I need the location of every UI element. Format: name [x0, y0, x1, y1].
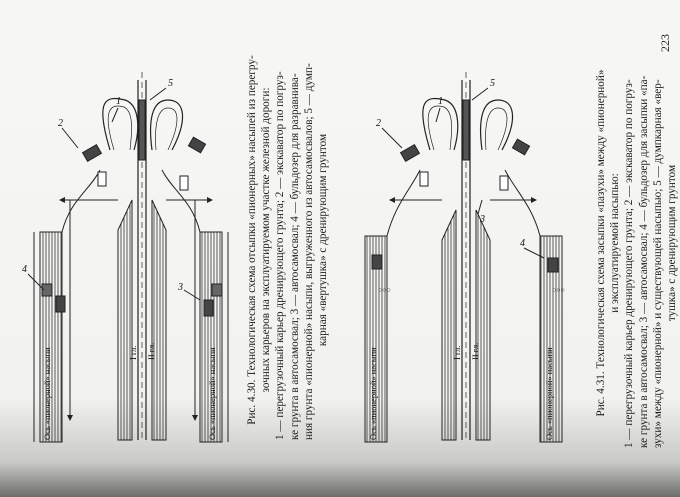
axis-label-bottom: Ось «пионерной» насыпи	[544, 347, 554, 440]
caption-line: ке грунта в автосамосвал; 3 — автосамосв…	[288, 73, 301, 440]
caption-line: и эксплуатируемой насыпью:	[609, 173, 622, 313]
excavator-icon	[187, 136, 207, 154]
label-n1: 1	[116, 96, 121, 107]
figure-4-30-labels: 2 1 3 4 5 Ось «пионерной» насыпи Ось «пи…	[22, 78, 217, 440]
axis-label-bottom: Ось «пионерной» насыпи	[207, 347, 217, 440]
excavator-icon	[511, 138, 531, 156]
label-n4: 4	[520, 238, 525, 249]
bulldozer-icon	[371, 254, 383, 270]
pit-loop-b	[149, 99, 184, 151]
embankment-right	[475, 209, 491, 441]
embankment-right	[151, 199, 167, 441]
caption-line: Рис. 4.31. Технологическая схема засыпки…	[595, 69, 607, 417]
bulldozer-icon	[203, 299, 214, 317]
label-n5: 5	[490, 78, 495, 89]
bulldozer-icon	[55, 295, 66, 313]
dumpcar-train-icon	[462, 99, 470, 161]
pit-loop-a	[102, 97, 139, 151]
caption-line: 1 — перегрузочный карьер дренирующего гр…	[274, 71, 287, 440]
svg-text:○○○: ○○○	[552, 286, 565, 294]
dump-truck-icon	[97, 171, 107, 187]
track-label-2: II гл.	[146, 343, 156, 360]
dump-truck-icon	[41, 283, 53, 297]
pit-loop-a	[422, 97, 459, 151]
label-n5: 5	[168, 78, 173, 89]
caption-line: зухи» между «пионерной» и существующей н…	[651, 79, 664, 448]
label-n3: 3	[479, 214, 485, 225]
embankment-left	[441, 209, 457, 441]
track-label-2: II гл.	[470, 343, 480, 360]
bulldozer-icon	[547, 257, 559, 273]
dump-truck-icon	[211, 283, 223, 297]
axis-label-top: Ось «пионерной» насыпи	[42, 347, 52, 440]
page-number: 223	[658, 34, 672, 52]
caption-line: 1 — перегрузочный карьер дренирующего гр…	[623, 79, 636, 448]
caption-line: зочных карьеров на эксплуатируемом участ…	[260, 87, 273, 393]
caption-line: карная «вертушка» с дренирующим грунтом	[317, 133, 330, 347]
figure-4-31-labels: 2 1 3 4 5 Ось «пионерной» насыпи Ось «пи…	[368, 78, 554, 440]
label-n4: 4	[22, 264, 27, 275]
dumpcar-train-icon	[138, 99, 146, 161]
pit-loop-b	[479, 99, 514, 151]
excavator-icon	[81, 143, 103, 163]
figure-4-30-caption: Рис. 4.30. Технологическая схема отсыпки…	[245, 40, 330, 440]
track-label-1: I гл.	[452, 346, 462, 360]
excavator-icon	[399, 143, 421, 163]
figure-4-31-diagram: ○○○ ○○○	[364, 72, 565, 443]
embankment-left	[117, 199, 133, 441]
dump-truck-icon	[179, 175, 189, 191]
caption-line: Рис. 4.30. Технологическая схема отсыпки…	[246, 55, 258, 425]
axis-label-top: Ось «пионерной» насыпи	[368, 347, 378, 440]
label-n1: 1	[438, 96, 443, 107]
dump-truck-icon	[499, 175, 509, 191]
label-n3: 3	[177, 282, 183, 293]
figure-4-31-caption: Рис. 4.31. Технологическая схема засыпки…	[594, 38, 679, 448]
label-n2: 2	[376, 118, 381, 129]
track-label-1: I гл.	[128, 346, 138, 360]
dump-truck-icon	[419, 171, 429, 187]
caption-line: тушка» с дренирующим грунтом	[666, 164, 679, 322]
figure-4-30-diagram	[27, 72, 229, 443]
caption-line: ния грунта «пионерной» насыпи, выгруженн…	[302, 63, 315, 440]
svg-text:○○○: ○○○	[378, 286, 391, 294]
caption-line: ке грунта в автосамосвал; 3 — автосамосв…	[637, 75, 650, 448]
label-n2: 2	[58, 118, 63, 129]
